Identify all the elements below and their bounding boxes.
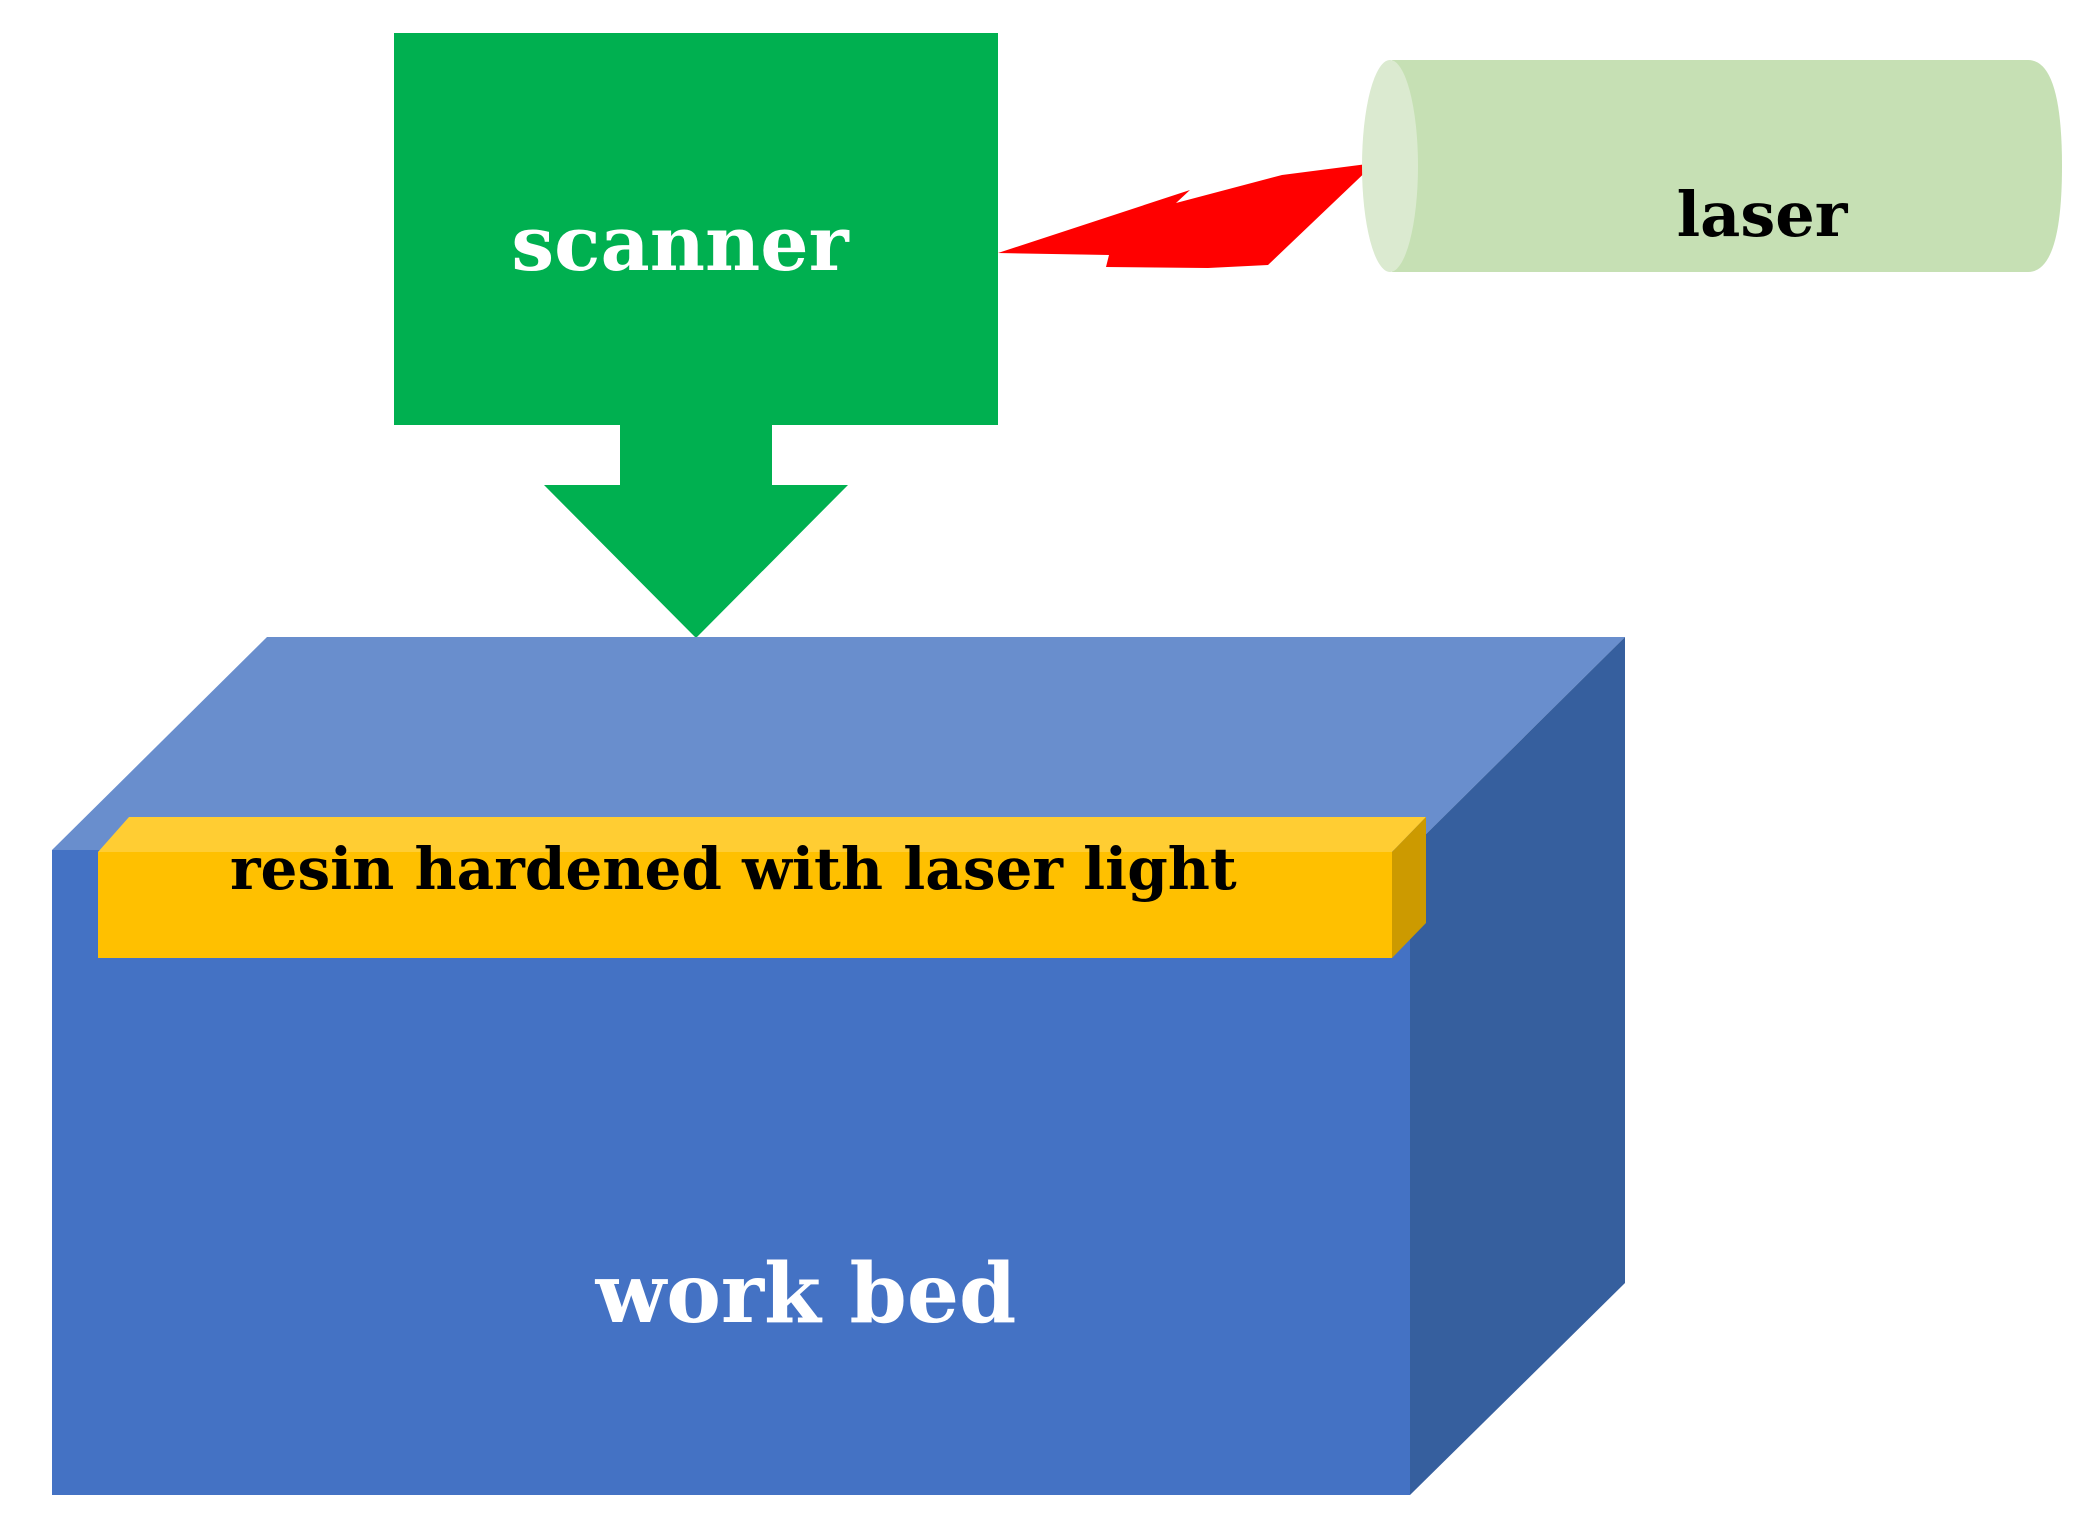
laser-cylinder-body: [1392, 60, 2062, 272]
work-bed-top-face: [52, 637, 1625, 850]
resin-layer-side-face: [1392, 817, 1426, 958]
resin-layer-top-face: [98, 817, 1426, 852]
scanner: scanner: [394, 33, 998, 638]
work-bed: work bed: [52, 637, 1625, 1495]
resin-layer-front-face: [98, 852, 1392, 958]
work-bed-side-face: [1410, 637, 1625, 1495]
laser-label: laser: [1677, 178, 1849, 251]
resin-layer: resin hardened with laser light: [98, 817, 1426, 958]
resin-layer-label: resin hardened with laser light: [230, 835, 1237, 903]
scanner-box: [394, 33, 998, 425]
work-bed-label: work bed: [595, 1246, 1017, 1342]
laser-beam-bolt: [998, 163, 1375, 268]
scanner-down-arrow: [544, 425, 848, 638]
laser-cylinder-cap: [1362, 60, 1418, 272]
laser: laser: [1362, 60, 2062, 272]
scanner-label: scanner: [511, 199, 849, 288]
